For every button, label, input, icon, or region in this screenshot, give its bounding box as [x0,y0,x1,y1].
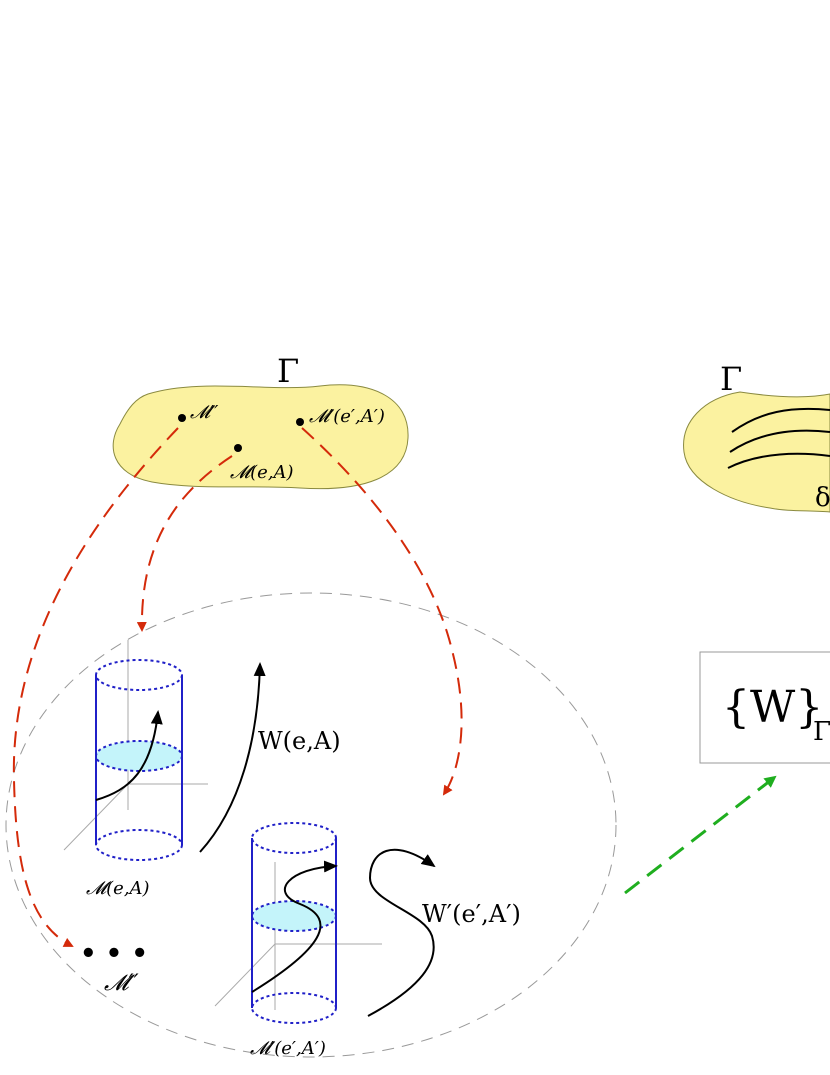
point-m-prime [296,418,304,426]
cylinder-1-label: 𝓜(e,A) [86,878,150,899]
point-m [234,444,242,452]
delta-label: δ [815,483,830,513]
right-region-blob [683,391,830,513]
cylinder-2-axis-diagonal [214,943,276,1007]
dashed-circle [5,592,617,1058]
point-m-prime-label: 𝓜′(e′,A′) [309,406,385,427]
right-region-curve-3 [727,452,830,469]
point-m-double-prime [178,414,186,422]
cylinder-2-worldline [251,860,338,993]
red-arrow-to-m-double-prime [12,427,179,947]
curve-w [199,662,266,853]
left-gamma-label: Γ [277,352,299,390]
cylinder-2 [214,822,382,1024]
cylinder-1-top [95,659,183,691]
green-arrow [624,775,777,895]
point-m-double-prime-label: 𝓜′′ [190,402,218,423]
w-set-text: {W} [722,682,823,733]
cylinder-1-bottom [95,829,183,861]
curve-w-label: W(e,A) [258,727,341,755]
cylinder-2-top [251,822,337,854]
cylinder-2-bottom [251,992,337,1024]
cylinder-1-worldline [95,710,163,801]
left-region-blob [112,384,409,490]
w-set-box [699,651,830,764]
ellipsis: • • • [80,939,148,969]
w-set-subscript: Γ [813,717,830,747]
cylinder-1-slice [95,740,183,772]
curve-w-prime-line [367,848,436,1017]
right-region-curve-1 [731,407,830,433]
m-double-prime-circle-label: 𝓜′′ [104,971,139,996]
curve-w-prime-label: W′(e′,A′) [422,900,521,928]
cylinder-2-slice [251,900,337,932]
right-gamma-label: Γ [720,360,742,398]
right-region-curve-2 [729,429,830,453]
point-m-label: 𝓜(e,A) [230,462,294,483]
cylinder-1 [63,640,208,861]
cylinder-2-label: 𝓜′(e′,A′) [250,1038,326,1059]
red-arrow-to-cylinder-2 [301,427,463,796]
curve-w-prime [368,852,438,1016]
